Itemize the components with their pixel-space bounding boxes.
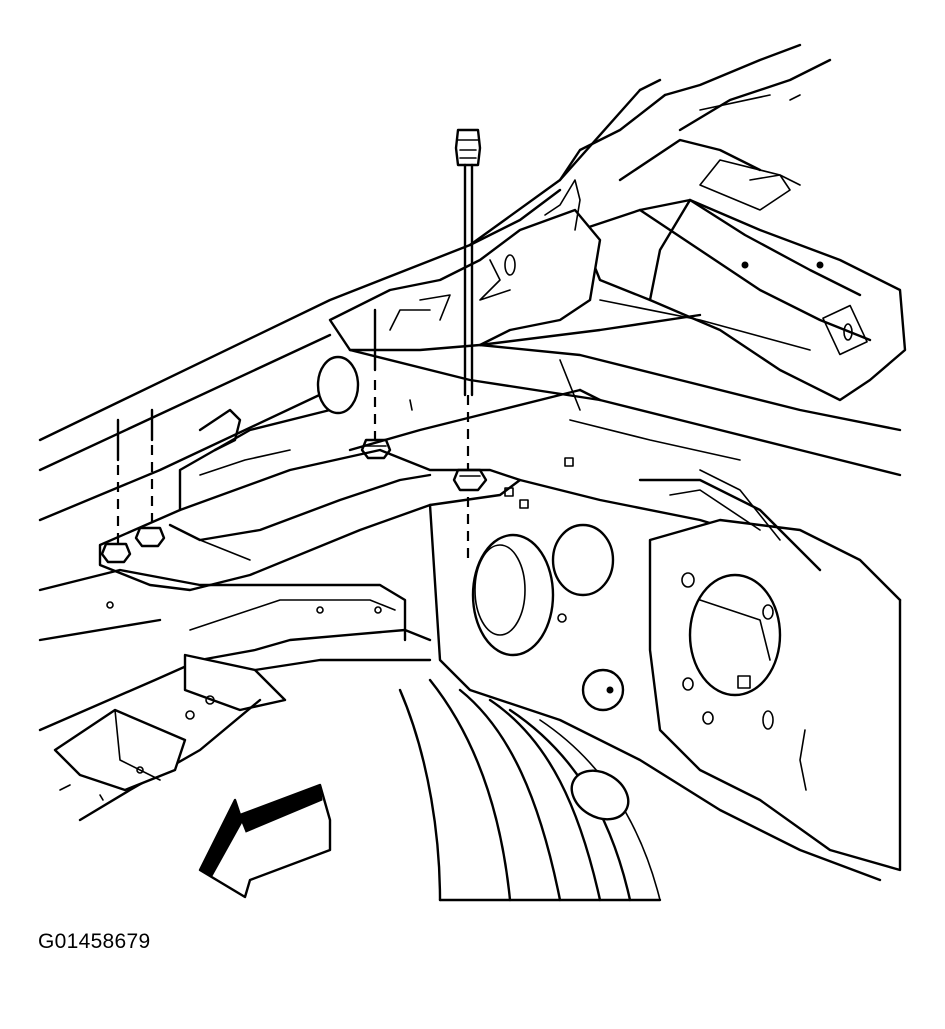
bolt xyxy=(454,128,482,560)
upper-rail xyxy=(38,43,832,522)
cross-member xyxy=(348,299,902,477)
lower-apron xyxy=(38,568,432,822)
wheel-well xyxy=(398,678,662,902)
stud-leaders xyxy=(116,308,377,545)
strut-tower xyxy=(558,159,907,402)
upper-recess xyxy=(198,355,413,476)
nut-left-a xyxy=(134,526,166,548)
nuts xyxy=(100,438,488,564)
nut-main xyxy=(452,468,488,492)
shock-tower-lower xyxy=(638,469,902,872)
nut-left-b xyxy=(100,542,132,564)
inner-panel xyxy=(428,457,902,882)
figure-id-label: G01458679 xyxy=(38,930,151,953)
arrow-icon xyxy=(198,783,332,899)
